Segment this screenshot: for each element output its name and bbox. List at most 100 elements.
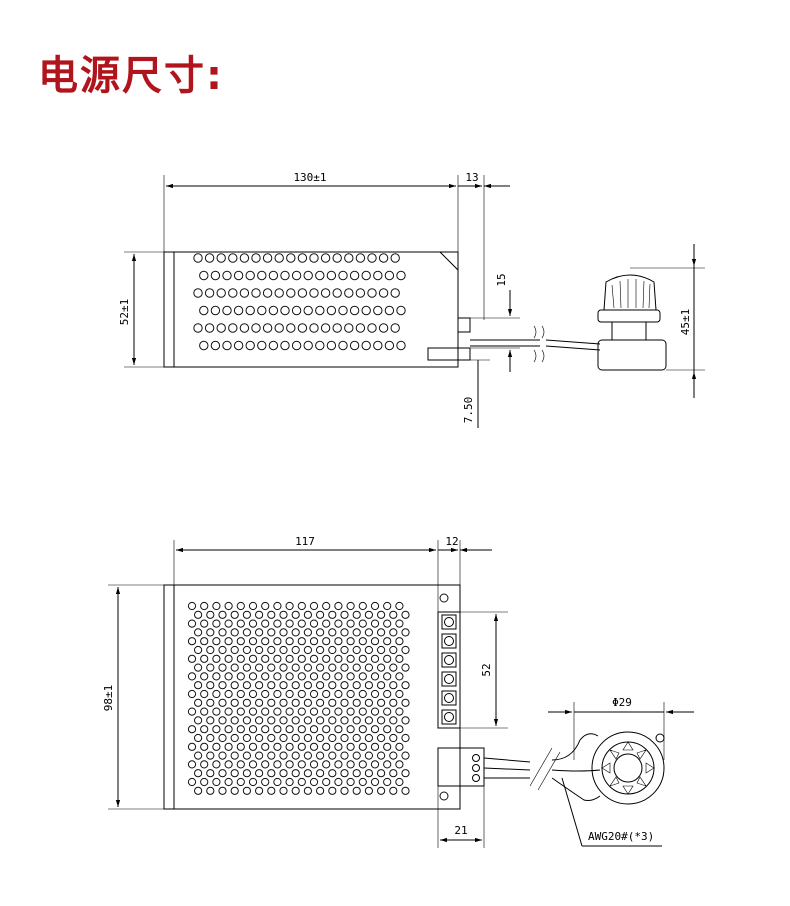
vent-hole xyxy=(194,663,203,672)
vent-hole xyxy=(361,270,371,281)
vent-hole xyxy=(261,672,270,681)
vent-hole xyxy=(200,760,209,769)
vent-hole xyxy=(346,777,355,787)
vent-hole xyxy=(261,707,270,716)
vent-hole xyxy=(267,716,276,725)
vent-hole xyxy=(332,253,342,263)
vent-hole xyxy=(236,742,245,751)
vent-hole xyxy=(378,253,389,263)
vent-hole xyxy=(212,777,221,787)
vent-hole xyxy=(309,672,319,681)
vent-hole xyxy=(206,645,215,655)
vent-hole xyxy=(248,725,258,734)
vent-hole xyxy=(200,742,209,751)
vent-hole xyxy=(328,663,337,672)
vent-hole xyxy=(334,742,343,751)
vent-hole xyxy=(316,751,325,760)
vent-hole xyxy=(242,769,251,778)
vent-hole xyxy=(390,253,400,263)
vent-hole xyxy=(222,305,232,316)
vent-hole xyxy=(212,707,221,716)
vent-hole xyxy=(322,619,331,628)
page-title: 电源尺寸: xyxy=(38,53,224,99)
vent-hole xyxy=(199,305,209,316)
vent-hole xyxy=(248,672,258,681)
vent-hole xyxy=(291,645,300,655)
vent-hole xyxy=(285,637,294,646)
vent-hole xyxy=(222,340,232,351)
vent-hole xyxy=(285,760,294,769)
top-knob xyxy=(591,731,665,805)
vent-hole xyxy=(279,751,288,760)
terminal-slot xyxy=(441,652,457,668)
vent-hole xyxy=(212,654,221,663)
side-terminal-label: 13 xyxy=(465,171,478,184)
vent-hole xyxy=(297,323,308,333)
vent-hole xyxy=(303,270,313,281)
vent-hole xyxy=(279,645,288,655)
vent-hole xyxy=(236,689,245,699)
vent-hole xyxy=(224,654,233,663)
vent-hole xyxy=(377,645,386,655)
vent-hole xyxy=(245,305,255,316)
vent-hole xyxy=(401,628,410,637)
vent-hole xyxy=(344,323,354,333)
vent-hole xyxy=(291,610,300,619)
vent-hole xyxy=(401,698,410,707)
vent-hole xyxy=(279,786,288,795)
vent-hole xyxy=(224,637,233,646)
vent-hole xyxy=(389,716,398,725)
vent-hole xyxy=(239,323,250,333)
vent-hole xyxy=(322,689,331,699)
vent-hole xyxy=(303,610,312,619)
vent-hole xyxy=(316,698,325,707)
vent-hole xyxy=(396,270,406,281)
vent-hole xyxy=(230,769,239,778)
vent-hole xyxy=(187,689,197,699)
vent-hole xyxy=(228,253,238,263)
vent-hole xyxy=(346,689,355,699)
vent-hole xyxy=(273,672,282,681)
vent-hole xyxy=(236,777,245,787)
vent-hole xyxy=(309,288,319,298)
vent-hole xyxy=(303,733,312,743)
vent-hole xyxy=(273,760,282,769)
vent-hole xyxy=(401,751,410,760)
vent-hole xyxy=(206,698,215,707)
vent-hole xyxy=(340,769,349,778)
vent-hole xyxy=(370,725,380,734)
vent-hole xyxy=(194,716,203,725)
vent-hole xyxy=(193,288,203,298)
vent-hole xyxy=(291,733,300,743)
vent-hole xyxy=(257,270,267,281)
vent-hole xyxy=(279,681,288,690)
terminal-slot xyxy=(441,633,457,649)
vent-hole xyxy=(364,733,373,743)
vent-hole xyxy=(245,340,255,351)
vent-hole xyxy=(373,340,383,351)
vent-hole xyxy=(291,751,300,760)
terminal-screw xyxy=(444,693,454,703)
vent-hole xyxy=(200,707,209,716)
vent-hole xyxy=(273,637,282,646)
vent-hole xyxy=(194,698,203,707)
vent-hole xyxy=(242,716,251,725)
vent-hole xyxy=(383,601,392,611)
vent-hole xyxy=(274,288,284,298)
vent-hole xyxy=(285,777,294,787)
vent-hole xyxy=(291,628,300,637)
vent-hole xyxy=(297,619,306,628)
terminal-screw xyxy=(444,712,454,722)
vent-hole xyxy=(218,628,227,637)
vent-hole xyxy=(340,716,349,725)
vent-hole xyxy=(364,751,373,760)
terminal-screw xyxy=(444,655,454,665)
vent-hole xyxy=(349,270,360,281)
vent-hole xyxy=(193,253,203,263)
vent-hole xyxy=(262,288,273,298)
vent-hole xyxy=(326,270,337,281)
vent-hole xyxy=(280,305,290,316)
wire-gauge-label: AWG20#(*3) xyxy=(588,830,654,843)
vent-hole xyxy=(210,340,221,351)
vent-hole xyxy=(309,619,319,628)
